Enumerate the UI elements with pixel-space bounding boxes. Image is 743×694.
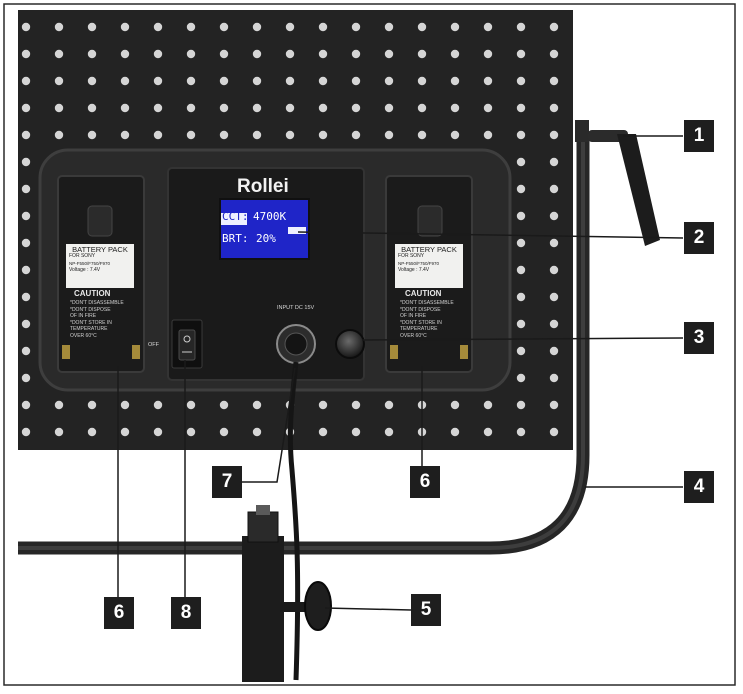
callout-2: 2 (684, 222, 714, 254)
warning-line: OVER 60°C (400, 332, 427, 339)
battery-line: NP-F550/F750/F970 (398, 261, 440, 266)
warning-line: OF IN FIRE (70, 313, 97, 319)
warning-line: *DON'T STORE IN (400, 319, 442, 326)
warning-line: TEMPERATURE (70, 326, 108, 332)
warning-line: *DON'T DISASSEMBLE (70, 300, 124, 306)
leader-lines (117, 135, 684, 611)
battery-line: Voltage : 7.4V (69, 267, 101, 273)
callout-5: 5 (411, 594, 441, 626)
control-knob[interactable] (335, 329, 365, 359)
callout-3: 3 (684, 322, 714, 354)
callout-6-left: 6 (104, 597, 134, 629)
callout-7: 7 (212, 466, 242, 498)
brt-label: BRT: (222, 232, 249, 245)
callout-1: 1 (684, 120, 714, 152)
battery-title: BATTERY PACK (72, 245, 128, 254)
battery-line: NP-F550/F750/F970 (69, 261, 111, 266)
battery-line: Voltage : 7.4V (398, 267, 430, 273)
warnings-left: *DON'T DISASSEMBLE *DON'T DISPOSE OF IN … (70, 300, 124, 339)
battery-title: BATTERY PACK (401, 245, 457, 254)
cct-value: 4700K (253, 210, 287, 223)
warning-line: OVER 60°C (70, 332, 97, 339)
callout-6-right: 6 (410, 466, 440, 498)
warning-line: OF IN FIRE (400, 313, 427, 319)
battery-line: FOR SONY (398, 253, 425, 259)
warning-line: *DON'T DISPOSE (400, 306, 441, 313)
warnings-right: *DON'T DISASSEMBLE *DON'T DISPOSE OF IN … (400, 300, 454, 339)
brt-value: 20% (256, 232, 276, 245)
battery-label-right: BATTERY PACK FOR SONY NP-F550/F750/F970 … (395, 244, 463, 288)
caution-right: CAUTION (405, 289, 442, 298)
warning-line: *DON'T DISASSEMBLE (400, 300, 454, 306)
stand-lock-knob[interactable] (304, 581, 332, 631)
stand-pole (242, 536, 284, 682)
battery-line: FOR SONY (69, 253, 96, 259)
battery-label-left: BATTERY PACK FOR SONY NP-F550/F750/F970 … (66, 244, 134, 288)
warning-line: *DON'T DISPOSE (70, 306, 111, 313)
tilt-handle[interactable] (617, 134, 660, 246)
caution-left: CAUTION (74, 289, 111, 298)
callout-8: 8 (171, 597, 201, 629)
callout-4: 4 (684, 471, 714, 503)
cct-label: CCT: (222, 210, 249, 223)
warning-line: *DON'T STORE IN (70, 319, 112, 326)
input-dc-label: INPUT DC 15V (277, 305, 315, 311)
warning-line: TEMPERATURE (400, 326, 438, 332)
control-module (167, 167, 365, 381)
brand-logo: Rollei (237, 176, 289, 197)
power-cable (287, 361, 301, 681)
switch-off-label: OFF (148, 342, 159, 348)
